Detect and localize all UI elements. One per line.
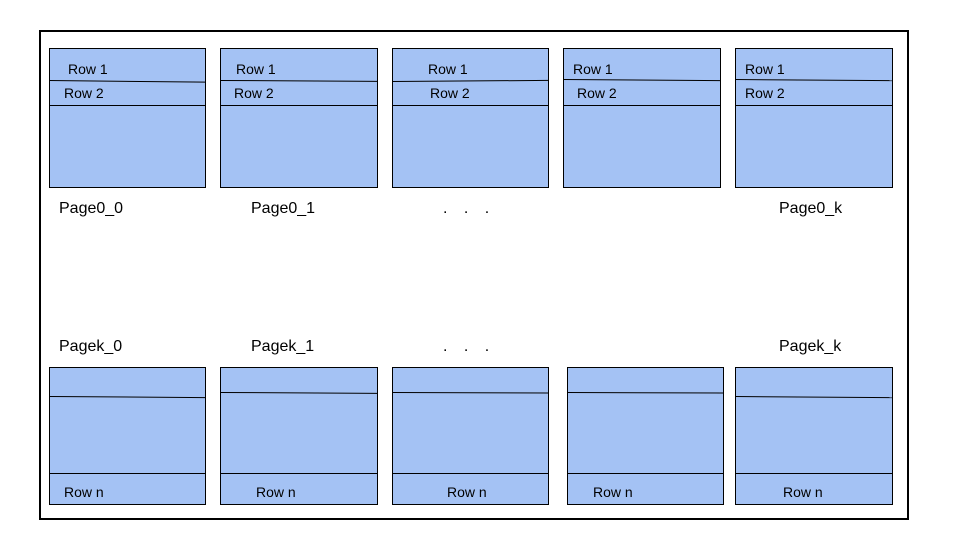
row-label-n: Row n (256, 484, 296, 500)
page-box-top-0 (49, 48, 206, 188)
page-label-top-0: Page0_0 (59, 200, 124, 217)
row-divider (49, 105, 206, 106)
page-box-bottom-3 (567, 367, 724, 505)
row-divider (735, 105, 893, 106)
row-label-2: Row 2 (64, 85, 104, 101)
row-label-n: Row n (783, 484, 823, 500)
page-box-bottom-2 (392, 367, 549, 505)
page-box-top-3 (563, 48, 721, 188)
row-label-2: Row 2 (234, 85, 274, 101)
page-box-bottom-4 (735, 367, 893, 505)
page-box-top-1 (220, 48, 378, 188)
page-box-bottom-1 (220, 367, 378, 505)
row-label-1: Row 1 (68, 61, 108, 77)
row-label-1: Row 1 (745, 61, 785, 77)
row-divider (563, 105, 721, 106)
row-divider (220, 473, 378, 474)
row-label-n: Row n (64, 484, 104, 500)
page-label-top-1: Page0_1 (251, 200, 316, 217)
page-label-top-4: Page0_k (779, 200, 843, 217)
row-label-n: Row n (447, 484, 487, 500)
page-label-bottom-1: Pagek_1 (251, 338, 315, 355)
row-divider (49, 473, 206, 474)
page-label-top-ellipsis: . . . (443, 200, 490, 217)
row-divider (567, 473, 724, 474)
row-divider (392, 473, 549, 474)
page-box-top-2 (392, 48, 549, 188)
row-label-n: Row n (593, 484, 633, 500)
page-box-bottom-0 (49, 367, 206, 505)
row-divider (735, 473, 893, 474)
page-label-bottom-0: Pagek_0 (59, 338, 123, 355)
row-label-2: Row 2 (577, 85, 617, 101)
page-label-bottom-4: Pagek_k (779, 338, 842, 355)
page-box-top-4 (735, 48, 893, 188)
page-label-bottom-ellipsis: . . . (443, 338, 490, 355)
row-label-1: Row 1 (236, 61, 276, 77)
row-divider (220, 105, 378, 106)
row-label-2: Row 2 (430, 85, 470, 101)
row-divider (392, 105, 549, 106)
row-label-1: Row 1 (428, 61, 468, 77)
row-label-1: Row 1 (573, 61, 613, 77)
row-label-2: Row 2 (745, 85, 785, 101)
